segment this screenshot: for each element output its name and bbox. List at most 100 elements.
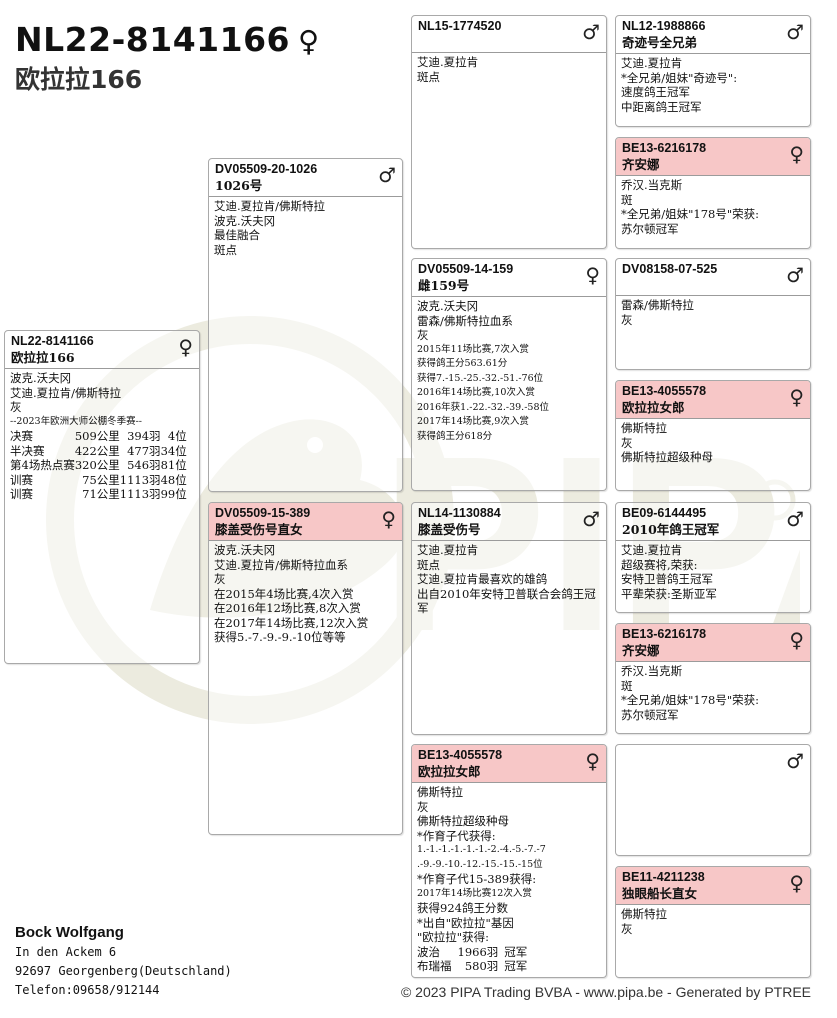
table-row: 训赛 71公里 1113羽 99位: [10, 487, 187, 502]
copyright-footer: © 2023 PIPA Trading BVBA - www.pipa.be -…: [400, 984, 811, 1000]
pigeon-card-dam[interactable]: DV05509-15-389 膝盖受伤号直女 ♀ 波克.沃夫冈 艾迪.夏拉肯/佛…: [208, 502, 403, 835]
ring-number: DV08158-07-525: [622, 262, 718, 276]
male-icon: ♂: [786, 507, 804, 531]
male-icon: ♂: [582, 20, 600, 44]
info-line: 获得鸽王分618分: [417, 430, 493, 442]
info-line: 乔汉.当克斯: [621, 178, 683, 192]
table-row: 训赛 75公里 1113羽 48位: [10, 473, 187, 488]
ring-number: DV05509-14-159: [418, 262, 514, 276]
info-line: 艾迪.夏拉肯/佛斯特拉: [10, 385, 122, 400]
table-row: 第4场热点赛 320公里 546羽 81位: [10, 458, 187, 473]
table-row: 波治 1966羽 冠军: [417, 945, 533, 960]
pigeon-name: 2010年鸽王冠军: [622, 522, 720, 537]
race-location: 布瑞福: [417, 959, 452, 973]
info-line: 艾迪.夏拉肯: [621, 56, 683, 70]
female-icon: ♀: [789, 142, 804, 166]
info-line: 佛斯特拉: [417, 785, 463, 799]
race-distance: 422公里: [74, 443, 120, 458]
pigeon-card-dam-dam[interactable]: BE13-4055578 欧拉拉女郎 ♀ 佛斯特拉 灰 佛斯特拉超级种母 *作育…: [411, 744, 607, 978]
pigeon-card-sire-sire[interactable]: NL15-1774520 ♂ 艾迪.夏拉肯 斑点: [411, 15, 607, 249]
pigeon-card-subject[interactable]: NL22-8141166 欧拉拉166 ♀ 波克.沃夫冈 艾迪.夏拉肯/佛斯特拉…: [4, 330, 200, 664]
info-line: 乔汉.当克斯: [621, 664, 683, 678]
ring-number: BE11-4211238: [622, 870, 705, 884]
pigeon-name: 1026号: [215, 178, 263, 193]
table-row: 布瑞福 580羽 冠军: [417, 959, 533, 974]
info-line: 艾迪.夏拉肯: [417, 55, 479, 69]
card-header: BE13-4055578 欧拉拉女郎 ♀: [412, 745, 606, 783]
female-icon: ♀: [585, 749, 600, 773]
race-birds: 1966羽: [457, 944, 499, 959]
pigeon-name: 膝盖受伤号直女: [215, 522, 303, 537]
ring-number: BE13-6216178: [622, 141, 707, 155]
race-type: 训赛: [10, 472, 33, 487]
pigeon-card-sss[interactable]: NL12-1988866 奇迹号全兄弟 ♂ 艾迪.夏拉肯 *全兄弟/姐妹"奇迹号…: [615, 15, 811, 127]
pigeon-name: 欧拉拉166: [11, 350, 75, 365]
pigeon-card-dss[interactable]: BE09-6144495 2010年鸽王冠军 ♂ 艾迪.夏拉肯 超级赛将,荣获:…: [615, 502, 811, 613]
pigeon-card-sire-dam[interactable]: DV05509-14-159 雌159号 ♀ 波克.沃夫冈 雷森/佛斯特拉血系 …: [411, 258, 607, 491]
info-line: "欧拉拉"获得:: [417, 930, 489, 944]
info-line: 斑点: [417, 557, 440, 572]
card-body: 艾迪.夏拉肯 *全兄弟/姐妹"奇迹号": 速度鸽王冠军 中距离鸽王冠军: [616, 54, 810, 116]
pigeon-card-dds[interactable]: ♂: [615, 744, 811, 856]
card-header: BE13-6216178 齐安娜 ♀: [616, 624, 810, 662]
pigeon-card-ssd[interactable]: BE13-6216178 齐安娜 ♀ 乔汉.当克斯 斑 *全兄弟/姐妹"178号…: [615, 137, 811, 249]
info-line: 在2015年4场比赛,4次入赏: [214, 586, 354, 601]
card-header: BE11-4211238 独眼船长直女 ♀: [616, 867, 810, 905]
pigeon-card-sds[interactable]: DV08158-07-525 ♂ 雷森/佛斯特拉 灰: [615, 258, 811, 370]
female-icon: ♀: [381, 507, 396, 531]
male-icon: ♂: [786, 263, 804, 287]
info-line: *全兄弟/姐妹"178号"荣获:: [621, 693, 760, 707]
subject-ring-title: NL22-8141166: [15, 20, 290, 59]
race-birds: 580羽: [464, 959, 499, 973]
info-line: 斑点: [417, 69, 440, 84]
card-header: NL12-1988866 奇迹号全兄弟 ♂: [616, 16, 810, 54]
info-line: 斑点: [214, 242, 237, 257]
card-header: NL22-8141166 欧拉拉166 ♀: [5, 331, 199, 369]
info-line: 艾迪.夏拉肯: [417, 543, 479, 557]
race-location: 波治: [417, 944, 440, 959]
info-line: 斑: [621, 192, 633, 207]
info-line: 中距离鸽王冠军: [621, 99, 702, 114]
race-place: 4位: [167, 429, 187, 443]
info-line: 获得5.-7.-9.-9.-10位等等: [214, 630, 346, 644]
female-icon: ♀: [789, 871, 804, 895]
info-line: 佛斯特拉: [621, 907, 667, 921]
info-line: *作育子代获得:: [417, 828, 496, 843]
info-line: 2015年11场比赛,7次入赏: [417, 343, 529, 355]
ring-number: BE13-4055578: [622, 384, 707, 398]
info-line: 灰: [621, 312, 633, 327]
pigeon-card-sdd[interactable]: BE13-4055578 欧拉拉女郎 ♀ 佛斯特拉 灰 佛斯特拉超级种母: [615, 380, 811, 491]
pigeon-card-sire[interactable]: DV05509-20-1026 1026号 ♂ 艾迪.夏拉肯/佛斯特拉 波克.沃…: [208, 158, 403, 492]
card-header: DV05509-14-159 雌159号 ♀: [412, 259, 606, 297]
card-body: 艾迪.夏拉肯 超级赛将,荣获: 安特卫普鸽王冠军 平辈荣获:圣斯亚军: [616, 541, 810, 603]
subject-name-title: 欧拉拉166: [15, 65, 143, 94]
table-row: 决赛 509公里 394羽 4位: [10, 429, 187, 444]
pigeon-name: 齐安娜: [622, 157, 660, 172]
info-line: 灰: [10, 400, 22, 414]
breeder-info: Bock Wolfgang In den Ackem 6 92697 Georg…: [15, 922, 232, 1000]
card-body: 艾迪.夏拉肯 斑点: [412, 53, 606, 86]
female-icon: ♀: [789, 628, 804, 652]
info-line: 超级赛将,荣获:: [621, 557, 698, 572]
info-line: 佛斯特拉超级种母: [417, 814, 509, 828]
info-line: --2023年欧洲大师公棚冬季赛--: [10, 415, 143, 427]
race-birds: 1113羽: [119, 487, 161, 501]
info-line: 艾迪.夏拉肯最喜欢的雄鸽: [417, 572, 548, 586]
info-line: 平辈荣获:圣斯亚军: [621, 586, 717, 601]
female-icon: ♀: [178, 335, 193, 359]
race-type: 决赛: [10, 429, 33, 443]
pigeon-name: 齐安娜: [622, 643, 660, 658]
ring-number: NL12-1988866: [622, 19, 706, 33]
page-title: NL22-8141166♀: [15, 20, 320, 61]
info-line: 在2016年12场比赛,8次入赏: [214, 601, 361, 615]
card-body: 雷森/佛斯特拉 灰: [616, 296, 810, 329]
info-line: 获得鸽王分563.61分: [417, 358, 508, 369]
card-header: DV08158-07-525 ♂: [616, 259, 810, 296]
pigeon-card-ddd[interactable]: BE11-4211238 独眼船长直女 ♀ 佛斯特拉 灰: [615, 866, 811, 978]
pigeon-card-dsd[interactable]: BE13-6216178 齐安娜 ♀ 乔汉.当克斯 斑 *全兄弟/姐妹"178号…: [615, 623, 811, 734]
pigeon-card-dam-sire[interactable]: NL14-1130884 膝盖受伤号 ♂ 艾迪.夏拉肯 斑点 艾迪.夏拉肯最喜欢…: [411, 502, 607, 735]
info-line: 斑: [621, 678, 633, 693]
card-header: NL14-1130884 膝盖受伤号 ♂: [412, 503, 606, 541]
pigeon-name: 独眼船长直女: [622, 886, 698, 901]
race-birds: 1113羽: [119, 472, 161, 487]
